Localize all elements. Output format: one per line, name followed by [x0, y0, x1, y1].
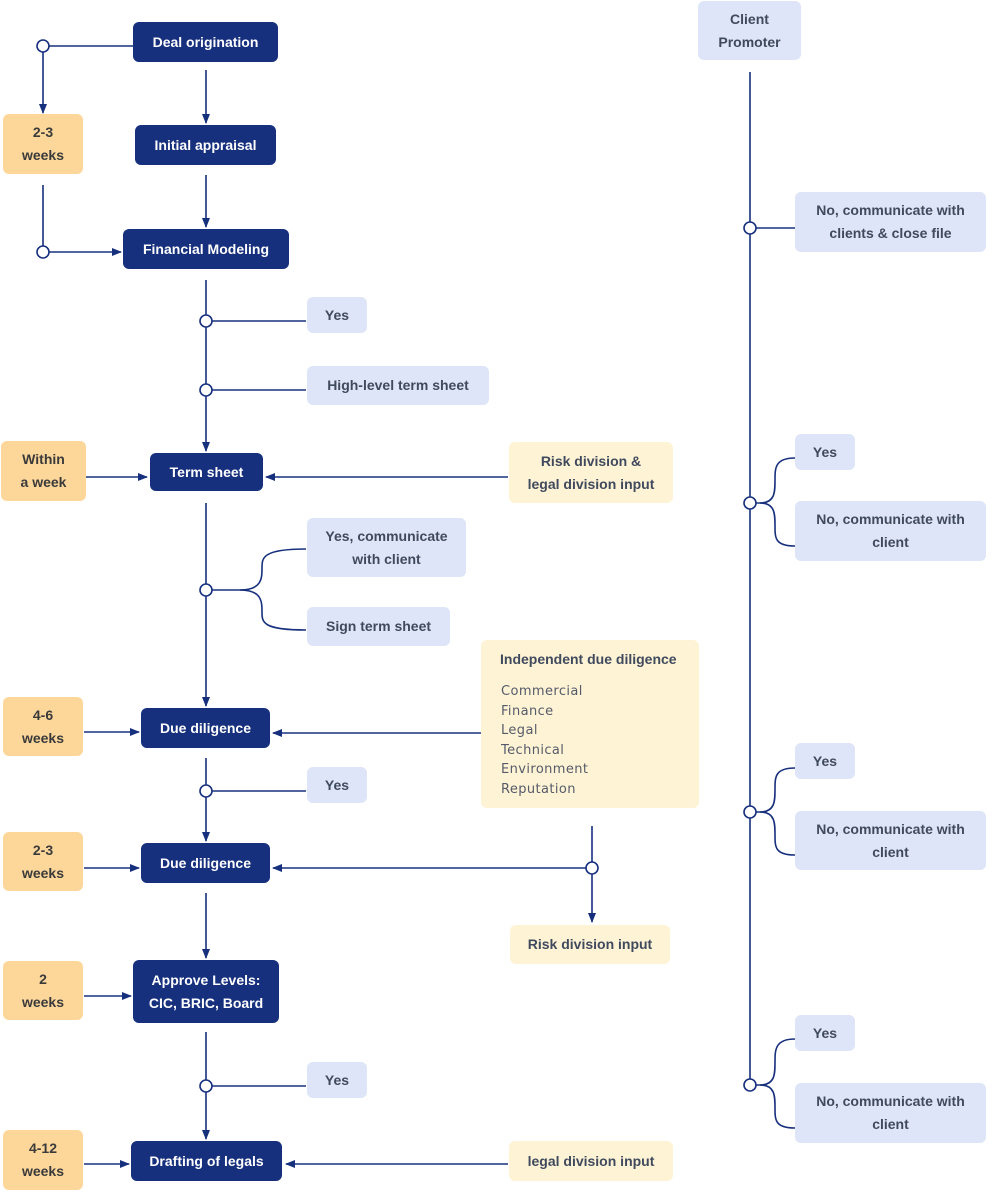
branch-3-yes-line — [750, 1038, 796, 1086]
junction-node — [743, 496, 757, 510]
outcome-modeling-yes: Yes — [307, 297, 367, 333]
dd-area-item: Environment — [501, 762, 589, 778]
junction-node — [199, 383, 213, 397]
branch-2-yes-line — [750, 767, 796, 813]
client-promoter-header: Client Promoter — [698, 1, 801, 60]
step-term-sheet: Term sheet — [150, 453, 263, 491]
client-branch-2-no: No, communicate with client — [795, 811, 986, 870]
client-no-close-file: No, communicate with clients & close fil… — [795, 192, 986, 252]
step-deal-origination: Deal origination — [133, 22, 278, 62]
junction-node — [36, 39, 50, 53]
client-branch-3-yes: Yes — [795, 1015, 855, 1051]
step-initial-appraisal: Initial appraisal — [135, 125, 276, 165]
input-risk-legal-division: Risk division & legal division input — [509, 442, 673, 503]
duration-2-3-weeks-origination: 2-3 weeks — [3, 114, 83, 174]
junction-node — [743, 805, 757, 819]
branch-1-no-line — [759, 502, 796, 547]
duration-2-3-weeks: 2-3 weeks — [3, 832, 83, 891]
duration-within-a-week: Within a week — [1, 441, 86, 501]
loop-to-modeling-line — [42, 185, 122, 256]
due-diligence-areas-list: Commercial Finance Legal Technical Envir… — [500, 682, 699, 800]
junction-node — [199, 784, 213, 798]
junction-node — [199, 314, 213, 328]
client-branch-1-no: No, communicate with client — [795, 501, 986, 561]
client-branch-3-no: No, communicate with client — [795, 1083, 986, 1143]
outcome-approval-yes: Yes — [307, 1062, 367, 1098]
duration-4-6-weeks: 4-6 weeks — [3, 697, 83, 756]
junction-node — [199, 583, 213, 597]
input-legal-division: legal division input — [509, 1141, 673, 1181]
independent-due-diligence-heading: Independent due diligence — [500, 651, 677, 667]
junction-node — [743, 221, 757, 235]
branch-sign-term-sheet — [239, 589, 307, 631]
junction-node — [36, 245, 50, 259]
junction-node — [743, 1078, 757, 1092]
dd-area-item: Reputation — [501, 781, 576, 797]
loop-origination-line — [39, 45, 133, 114]
dd-area-item: Commercial — [501, 684, 583, 699]
branch-1-yes-line — [750, 457, 796, 504]
branch-2-no-line — [759, 811, 796, 856]
branch-3-no-line — [759, 1084, 796, 1129]
step-due-diligence-2: Due diligence — [141, 843, 270, 883]
step-due-diligence-1: Due diligence — [141, 708, 270, 748]
outcome-yes-communicate-client: Yes, communicate with client — [307, 518, 466, 577]
junction-node — [585, 861, 599, 875]
step-drafting-legals: Drafting of legals — [131, 1141, 282, 1181]
input-risk-division: Risk division input — [510, 925, 670, 964]
dd-area-item: Legal — [501, 723, 538, 739]
client-branch-2-yes: Yes — [795, 743, 855, 779]
dd-area-item: Finance — [501, 703, 554, 719]
junction-node — [199, 1079, 213, 1093]
branch-communicate-client — [206, 548, 307, 591]
duration-2-weeks: 2 weeks — [3, 961, 83, 1020]
independent-due-diligence-panel: Independent due diligence Commercial Fin… — [481, 640, 699, 808]
outcome-high-level-term-sheet: High-level term sheet — [307, 366, 489, 405]
duration-4-12-weeks: 4-12 weeks — [3, 1130, 83, 1190]
outcome-dd-yes: Yes — [307, 767, 367, 803]
outcome-sign-term-sheet: Sign term sheet — [307, 607, 450, 646]
step-approve-levels: Approve Levels: CIC, BRIC, Board — [133, 960, 279, 1023]
client-branch-1-yes: Yes — [795, 434, 855, 470]
dd-area-item: Technical — [501, 742, 565, 758]
step-financial-modeling: Financial Modeling — [123, 229, 289, 269]
